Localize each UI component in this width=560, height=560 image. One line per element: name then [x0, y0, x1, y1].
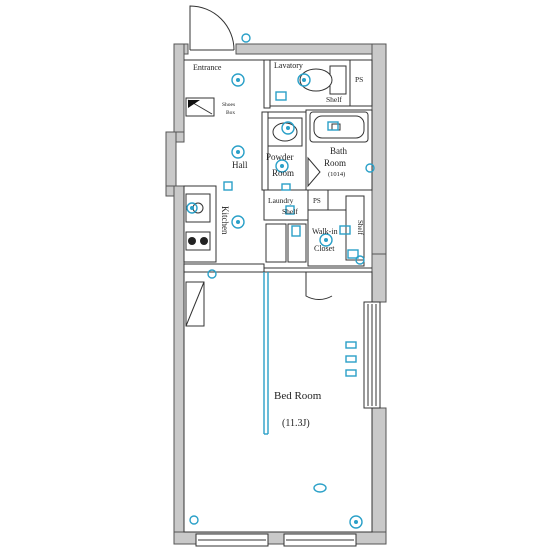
room-labels: Entrance Lavatory PS Shelf Shoes Box Pow… [193, 61, 364, 429]
label-shoes-box-2: Box [226, 110, 235, 116]
label-bath-size: (1014) [328, 171, 345, 178]
label-bedroom-size: (11.3J) [282, 418, 310, 429]
shoes-box [185, 97, 215, 117]
label-lavatory: Lavatory [274, 61, 303, 70]
toilet [299, 65, 347, 95]
label-shelf-lav: Shelf [326, 95, 342, 104]
label-bath-2: Room [324, 158, 346, 168]
electrical-fixtures [186, 33, 375, 529]
label-kitchen: Kitchen [220, 206, 230, 235]
label-bedroom: Bed Room [274, 390, 322, 402]
label-laundry-2: Shelf [282, 207, 298, 216]
label-ps-top: PS [355, 75, 363, 84]
label-laundry-1: Laundry [268, 196, 294, 205]
label-shoes-box-1: Shoes [222, 102, 235, 108]
label-walkin-2: Closet [314, 244, 335, 253]
bathtub [307, 111, 369, 188]
bedroom-area [183, 271, 381, 547]
label-powder-2: Room [272, 168, 294, 178]
label-walkin-1: Walk-in [312, 227, 338, 236]
kitchen-counter [183, 185, 217, 263]
interior-walls [183, 59, 373, 273]
label-ps-mid: PS [313, 197, 321, 205]
label-entrance: Entrance [193, 63, 222, 72]
label-hall: Hall [232, 160, 248, 170]
electrical-lines [263, 272, 269, 435]
label-shelf-closet: Shelf [356, 220, 364, 235]
label-bath-1: Bath [330, 146, 347, 156]
entrance-door[interactable] [189, 5, 235, 51]
label-powder-1: Powder [266, 152, 294, 162]
